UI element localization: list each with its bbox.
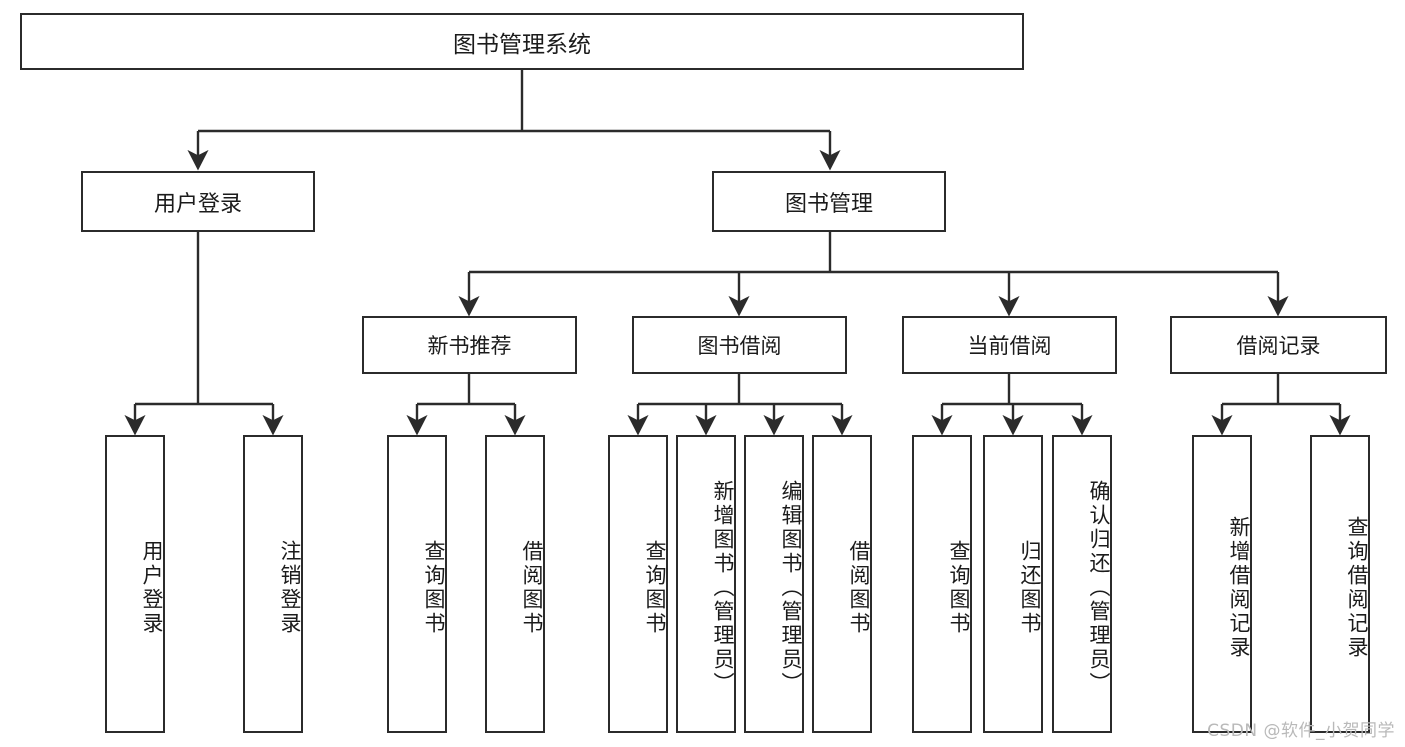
watermark-text: CSDN @软件_小贺同学: [1207, 721, 1395, 741]
leaf-query-book-recommend-label: 查询图书: [422, 540, 446, 636]
leaf-return-book[interactable]: 归还图书: [983, 435, 1043, 733]
leaf-user-login-label: 用户登录: [140, 540, 164, 636]
leaf-user-login[interactable]: 用户登录: [105, 435, 165, 733]
leaf-confirm-return-admin[interactable]: 确认归还（管理员）: [1052, 435, 1112, 733]
node-user-login[interactable]: 用户登录: [81, 171, 315, 232]
leaf-return-book-label: 归还图书: [1018, 540, 1042, 636]
node-current-borrow-label: 当前借阅: [967, 334, 1052, 358]
leaf-borrow-book-recommend[interactable]: 借阅图书: [485, 435, 545, 733]
leaf-user-logout-label: 注销登录: [278, 540, 302, 636]
leaf-borrow-book[interactable]: 借阅图书: [812, 435, 872, 733]
node-borrow-record-label: 借阅记录: [1236, 334, 1321, 358]
node-borrow-record[interactable]: 借阅记录: [1170, 316, 1387, 374]
leaf-borrow-book-label: 借阅图书: [847, 540, 871, 636]
node-new-book-recommend-label: 新书推荐: [427, 334, 512, 358]
leaf-add-book-admin[interactable]: 新增图书（管理员）: [676, 435, 736, 733]
leaf-query-book-current[interactable]: 查询图书: [912, 435, 972, 733]
leaf-edit-book-admin-label: 编辑图书（管理员）: [779, 480, 803, 696]
node-user-login-label: 用户登录: [153, 191, 242, 217]
node-book-borrow-label: 图书借阅: [697, 334, 782, 358]
leaf-query-book-current-label: 查询图书: [947, 540, 971, 636]
leaf-query-borrow-record[interactable]: 查询借阅记录: [1310, 435, 1370, 733]
leaf-user-logout[interactable]: 注销登录: [243, 435, 303, 733]
leaf-confirm-return-admin-label: 确认归还（管理员）: [1087, 480, 1111, 696]
leaf-query-book-borrow[interactable]: 查询图书: [608, 435, 668, 733]
leaf-add-book-admin-label: 新增图书（管理员）: [711, 480, 735, 696]
leaf-borrow-book-recommend-label: 借阅图书: [520, 540, 544, 636]
leaf-query-book-recommend[interactable]: 查询图书: [387, 435, 447, 733]
node-new-book-recommend[interactable]: 新书推荐: [362, 316, 577, 374]
node-book-management-label: 图书管理: [784, 191, 873, 217]
leaf-edit-book-admin[interactable]: 编辑图书（管理员）: [744, 435, 804, 733]
node-current-borrow[interactable]: 当前借阅: [902, 316, 1117, 374]
node-book-borrow[interactable]: 图书借阅: [632, 316, 847, 374]
node-root-label: 图书管理系统: [453, 31, 591, 58]
leaf-query-book-borrow-label: 查询图书: [643, 540, 667, 636]
node-book-management[interactable]: 图书管理: [712, 171, 946, 232]
leaf-add-borrow-record[interactable]: 新增借阅记录: [1192, 435, 1252, 733]
leaf-query-borrow-record-label: 查询借阅记录: [1345, 516, 1369, 660]
leaf-add-borrow-record-label: 新增借阅记录: [1227, 516, 1251, 660]
node-root[interactable]: 图书管理系统: [20, 13, 1024, 70]
